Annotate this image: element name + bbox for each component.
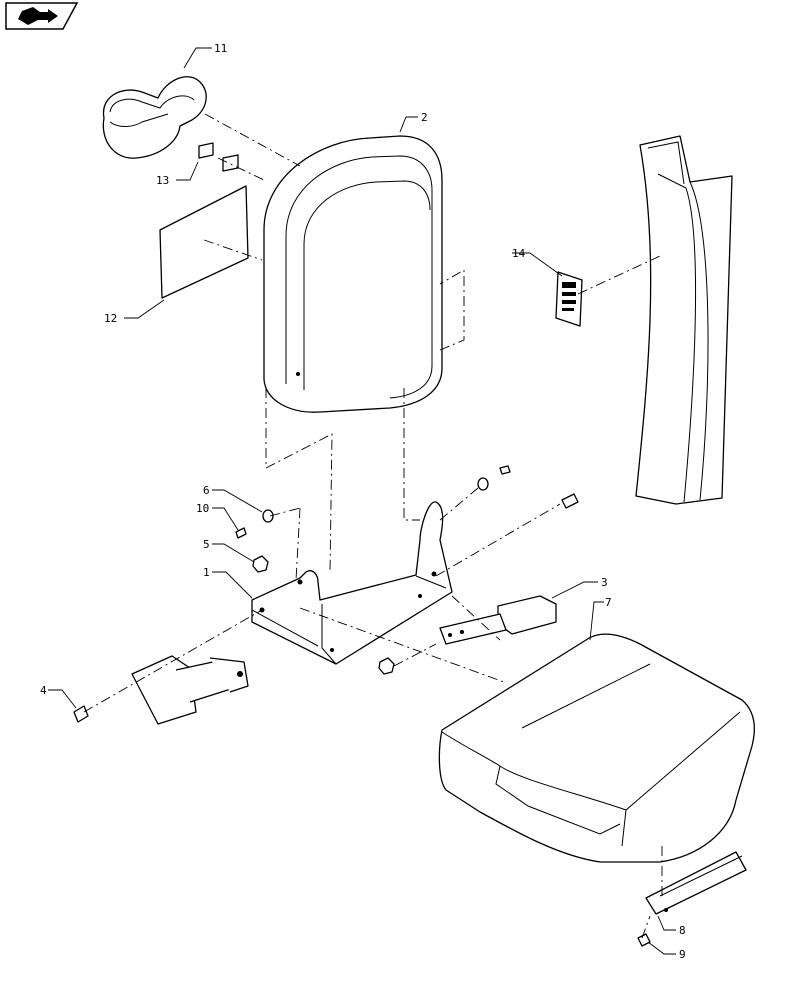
seat-bracket-part	[251, 501, 453, 665]
callout-4: 4	[40, 684, 47, 697]
callout-11: 11	[214, 42, 227, 55]
seat-belt-tongue-part	[439, 595, 557, 645]
callout-10: 10	[196, 502, 209, 515]
callout-8: 8	[679, 924, 686, 937]
backrest-part	[263, 135, 443, 413]
small-label-part	[198, 142, 239, 172]
hinge-screw-part	[637, 933, 651, 947]
callout-5: 5	[203, 538, 210, 551]
bolt-part	[73, 493, 579, 723]
callout-7: 7	[605, 596, 612, 609]
callout-1: 1	[203, 566, 210, 579]
screw-part	[235, 465, 511, 539]
callout-14: 14	[512, 247, 526, 260]
seat-belt-buckle-part	[131, 655, 249, 725]
side-trim-panel	[635, 135, 733, 505]
callout-9: 9	[679, 948, 686, 961]
callout-leaders	[48, 47, 676, 955]
seat-cushion-part	[438, 633, 755, 863]
assembly-lines	[83, 113, 663, 939]
callout-3: 3	[601, 576, 608, 589]
callout-12: 12	[104, 312, 117, 325]
callout-6: 6	[203, 484, 210, 497]
decal-part	[555, 271, 583, 327]
washer-part	[262, 477, 489, 523]
nut-part	[252, 555, 395, 675]
callout-labels: 11 2 13 12 14 6 10 5 1 3 7 4 8 9	[40, 42, 686, 961]
callout-13: 13	[156, 174, 169, 187]
book-arrow-icon[interactable]	[5, 2, 79, 30]
panel-card-part	[159, 185, 249, 299]
hinge-part	[645, 851, 747, 915]
headrest-cap-part	[102, 76, 207, 159]
callout-2: 2	[421, 111, 428, 124]
